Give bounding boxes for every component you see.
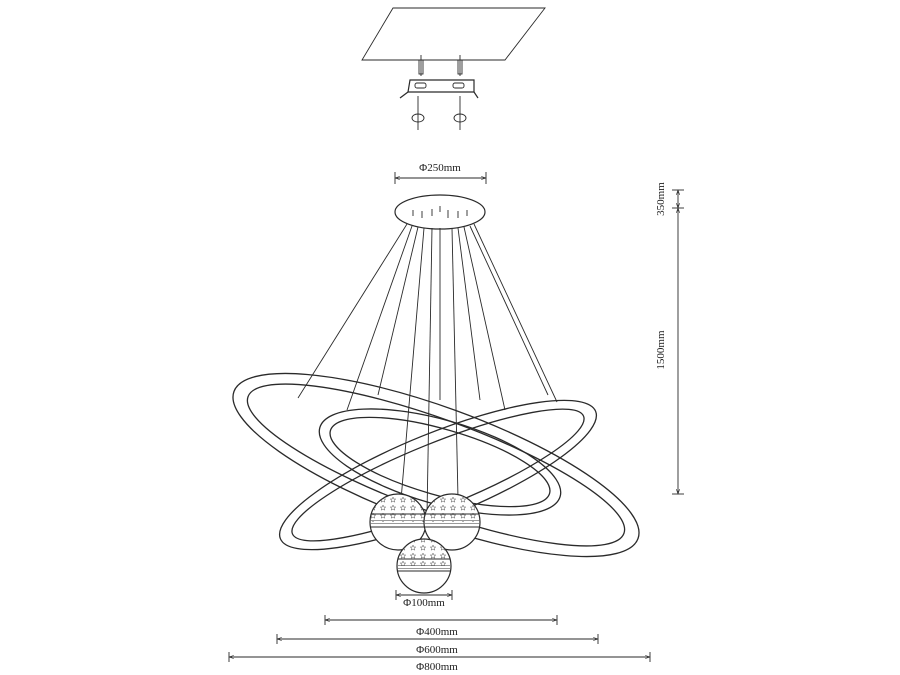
drop-length-label: 1500mm <box>655 330 667 370</box>
mounting-screws <box>418 55 463 76</box>
height-dimension: 350mm 1500mm <box>655 182 684 494</box>
ceiling-plate <box>361 7 546 61</box>
globe-left <box>369 493 427 551</box>
ring-small-dimension: Φ400mm <box>325 615 557 638</box>
canopy-diameter-dimension: Φ250mm <box>395 162 486 184</box>
bracket-bolts <box>411 96 467 130</box>
suspension-cables <box>297 223 558 516</box>
globe-right <box>423 493 481 551</box>
mounting-bracket <box>399 79 479 99</box>
ring-medium-label: Φ600mm <box>416 644 458 656</box>
ring-small <box>318 408 562 516</box>
canopy <box>394 194 486 230</box>
ring-small-label: Φ400mm <box>416 626 458 638</box>
globe-bottom <box>396 538 452 594</box>
globe-diameter-label: Φ100mm <box>403 597 445 609</box>
ring-large-dimension: Φ800mm <box>229 652 650 673</box>
ring-large-label: Φ800mm <box>416 661 458 673</box>
canopy-height-label: 350mm <box>655 182 667 216</box>
globe-diameter-dimension: Φ100mm <box>396 590 452 609</box>
ring-medium-dimension: Φ600mm <box>277 634 598 656</box>
canopy-diameter-label: Φ250mm <box>419 162 461 174</box>
